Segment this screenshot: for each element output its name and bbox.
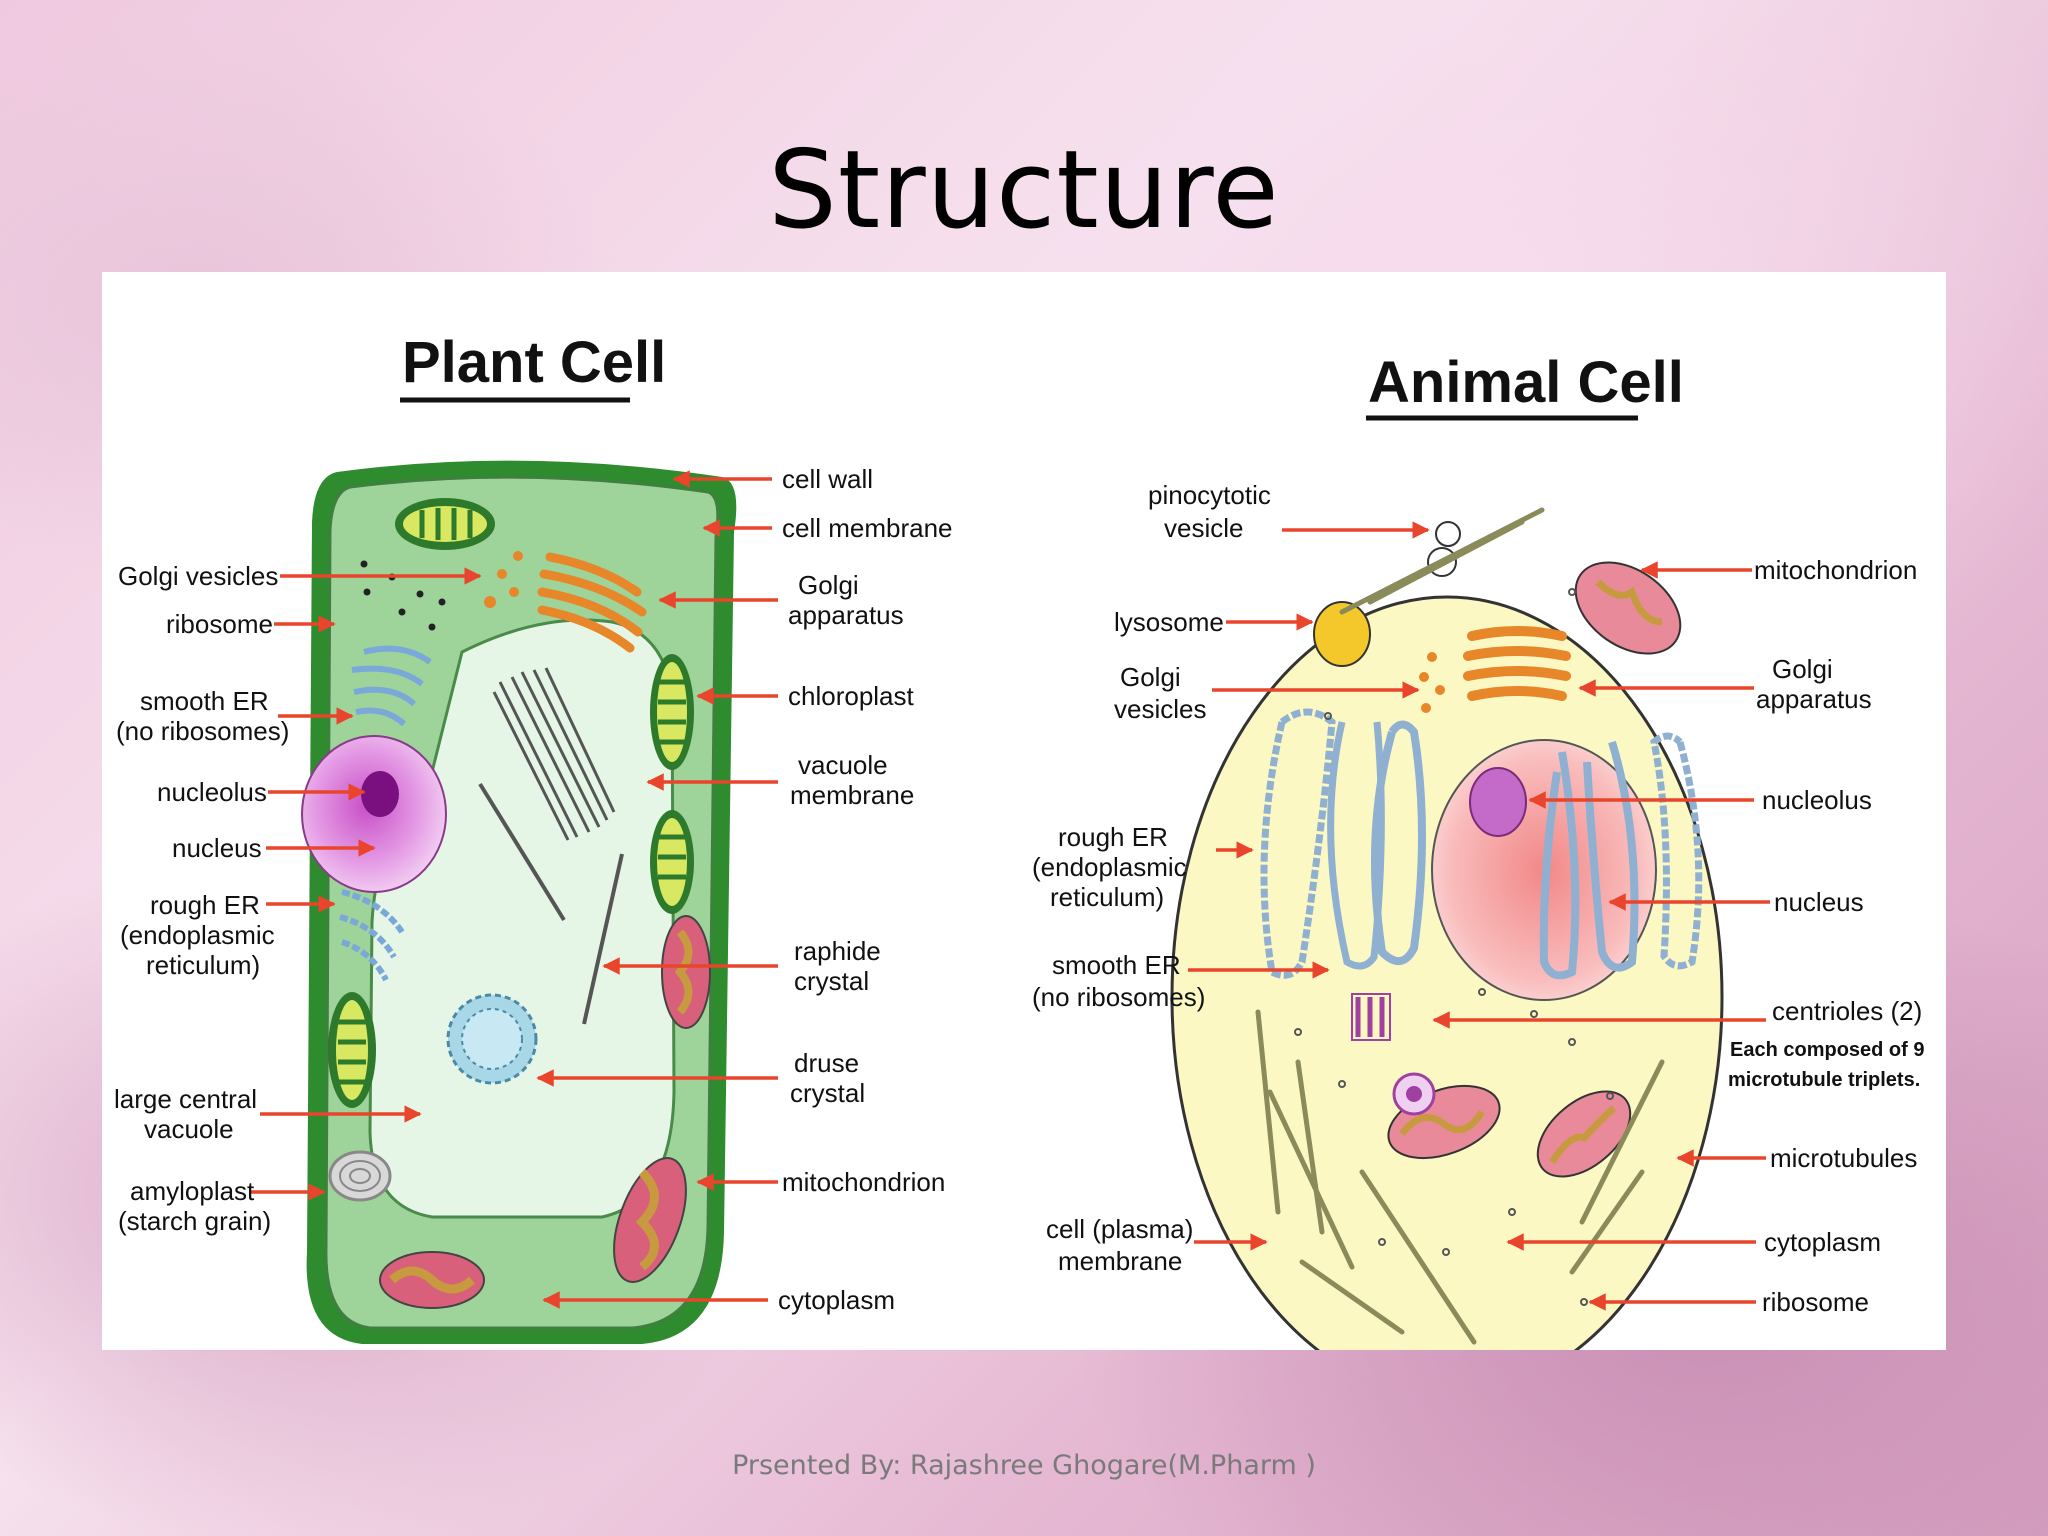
plant-smooth-er	[351, 645, 432, 727]
label-animal-ribosome: ribosome	[1762, 1287, 1869, 1317]
label-animal-nucleus: nucleus	[1774, 887, 1864, 917]
label-ribosome: ribosome	[166, 609, 273, 639]
label-smooth-er-1: smooth ER	[140, 686, 269, 716]
label-animal-mitochondrion: mitochondrion	[1754, 555, 1917, 585]
animal-golgi	[1463, 626, 1571, 701]
label-animal-golgi-vesicles-2: vesicles	[1114, 694, 1206, 724]
label-animal-smooth-er-1: smooth ER	[1052, 950, 1181, 980]
plant-chloroplast-4	[328, 992, 376, 1108]
label-centrioles: centrioles (2)	[1772, 996, 1922, 1026]
label-animal-golgi-vesicles-1: Golgi	[1120, 662, 1181, 692]
label-animal-golgi-apparatus-2: apparatus	[1756, 684, 1872, 714]
label-mitochondrion: mitochondrion	[782, 1167, 945, 1197]
label-raphide-2: crystal	[794, 966, 869, 996]
label-pinocytotic-2: vesicle	[1164, 513, 1243, 543]
label-cell-wall: cell wall	[782, 464, 873, 494]
label-lysosome: lysosome	[1114, 607, 1224, 637]
plant-chloroplast-1	[395, 498, 495, 550]
label-rough-er-1: rough ER	[150, 890, 260, 920]
plant-rough-er	[339, 889, 405, 982]
label-rough-er-3: reticulum)	[146, 950, 260, 980]
label-microtubules: microtubules	[1770, 1143, 1917, 1173]
animal-rough-er	[1260, 708, 1703, 979]
label-nucleus: nucleus	[172, 833, 262, 863]
animal-mitochondrion-3	[1536, 1090, 1632, 1178]
label-animal-rough-er-3: reticulum)	[1050, 882, 1164, 912]
animal-ribosomes	[1294, 588, 1614, 1306]
label-animal-smooth-er-2: (no ribosomes)	[1032, 982, 1205, 1012]
plant-golgi	[537, 552, 647, 653]
plant-chloroplast-3	[650, 810, 694, 914]
animal-golgi-vesicles	[1419, 652, 1445, 713]
animal-smooth-er	[1370, 720, 1639, 980]
plant-mitochondrion-1	[661, 915, 711, 1029]
label-golgi-vesicles: Golgi vesicles	[118, 561, 278, 591]
label-smooth-er-2: (no ribosomes)	[116, 716, 289, 746]
label-pinocytotic-1: pinocytotic	[1148, 480, 1271, 510]
animal-mitochondrion-1	[1574, 561, 1682, 655]
label-vacuole-2: vacuole	[144, 1114, 234, 1144]
label-animal-membrane-2: membrane	[1058, 1246, 1182, 1276]
label-druse-2: crystal	[790, 1078, 865, 1108]
animal-nucleolus	[1469, 767, 1527, 837]
animal-cell-membrane	[1170, 595, 1724, 1350]
label-chloroplast: chloroplast	[788, 681, 915, 711]
label-druse-1: druse	[794, 1048, 859, 1078]
label-animal-nucleolus: nucleolus	[1762, 785, 1872, 815]
label-vacuole-1: large central	[114, 1084, 257, 1114]
plant-nucleolus	[361, 771, 399, 817]
animal-cell-heading: Animal Cell	[1368, 350, 1684, 415]
plant-cell-heading: Plant Cell	[402, 330, 666, 395]
plant-ribosomes	[360, 560, 446, 631]
label-amyloplast-2: (starch grain)	[118, 1206, 271, 1236]
label-centrioles-note-2: microtubule triplets.	[1728, 1069, 1920, 1091]
label-animal-rough-er-2: (endoplasmic	[1032, 852, 1187, 882]
label-golgi-apparatus-1: Golgi	[798, 570, 859, 600]
cell-diagram: Plant Cell	[114, 330, 1925, 1350]
label-raphide-1: raphide	[794, 936, 881, 966]
label-animal-golgi-apparatus-1: Golgi	[1772, 654, 1833, 684]
label-golgi-apparatus-2: apparatus	[788, 600, 904, 630]
plant-raphide-crystals	[478, 667, 624, 1025]
plant-amyloplast	[328, 1150, 392, 1202]
plant-mitochondrion-3	[379, 1251, 485, 1309]
animal-cell: Animal Cell	[1032, 350, 1925, 1350]
animal-centrioles	[1351, 993, 1436, 1116]
label-animal-rough-er-1: rough ER	[1058, 822, 1168, 852]
label-vacuole-membrane-2: membrane	[790, 780, 914, 810]
label-centrioles-note-1: Each composed of 9	[1730, 1039, 1925, 1061]
label-amyloplast-1: amyloplast	[130, 1176, 255, 1206]
slide-footer: Prsented By: Rajashree Ghogare(M.Pharm )	[732, 1450, 1316, 1481]
label-rough-er-2: (endoplasmic	[120, 920, 275, 950]
cell-diagram-panel: Plant Cell	[102, 272, 1946, 1350]
label-cytoplasm: cytoplasm	[778, 1285, 895, 1315]
plant-chloroplast-2	[650, 654, 694, 770]
label-cell-membrane: cell membrane	[782, 513, 953, 543]
label-nucleolus: nucleolus	[157, 777, 267, 807]
label-animal-membrane-1: cell (plasma)	[1046, 1214, 1193, 1244]
label-animal-cytoplasm: cytoplasm	[1764, 1227, 1881, 1257]
plant-cell: Plant Cell	[114, 330, 953, 1344]
plant-mitochondrion-2	[613, 1157, 687, 1283]
animal-microtubules	[1255, 507, 1665, 1345]
plant-golgi-vesicles	[484, 551, 523, 608]
plant-druse-crystal	[446, 993, 538, 1085]
slide-title: Structure	[768, 128, 1280, 253]
label-vacuole-membrane-1: vacuole	[798, 750, 888, 780]
animal-lysosome	[1313, 601, 1371, 667]
